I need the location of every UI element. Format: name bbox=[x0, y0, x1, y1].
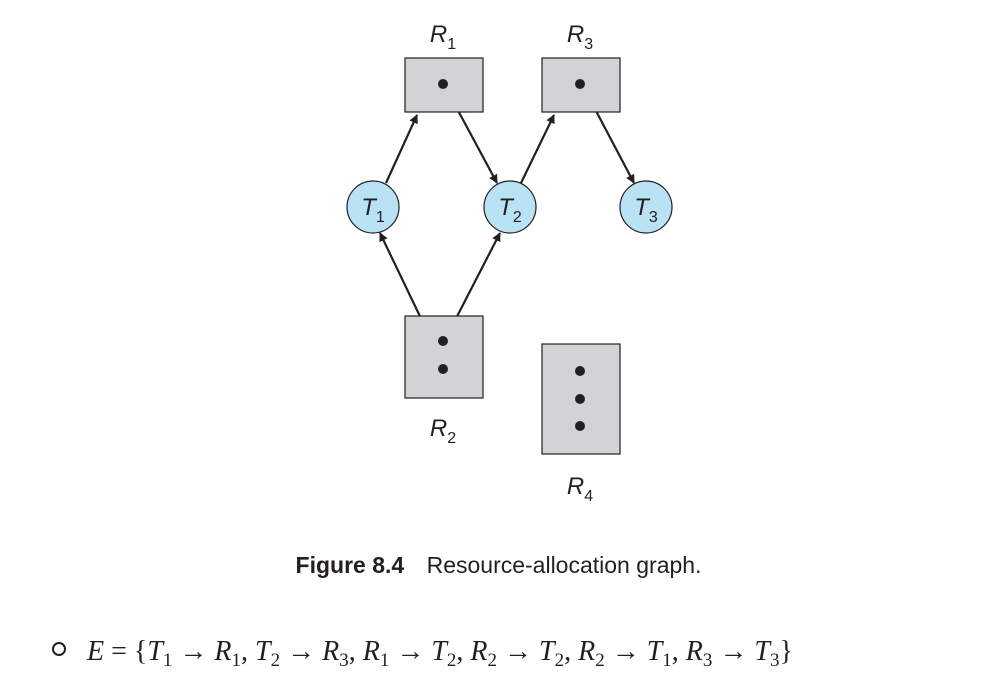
instance-dot-r2-2 bbox=[438, 364, 448, 374]
r4-label: R4 bbox=[567, 473, 593, 505]
thread-t3 bbox=[619, 180, 673, 234]
instance-dot-r4-1 bbox=[575, 366, 585, 376]
edge-set-item: R2 → T2, bbox=[470, 636, 579, 671]
edge-t1-to-r1 bbox=[384, 114, 419, 184]
resource-r2 bbox=[404, 315, 484, 399]
edge-set-item: R1 → T2, bbox=[362, 636, 471, 671]
thread-t1 bbox=[346, 180, 400, 234]
edge-set-formula: E = {T1 → R1, T2 → R3, R1 → T2, R2 → T2,… bbox=[52, 636, 793, 671]
edge-set-item: T2 → R3, bbox=[255, 636, 363, 671]
figure-caption: Figure 8.4 Resource-allocation graph. bbox=[0, 552, 997, 579]
instance-dot-r1-1 bbox=[438, 79, 448, 89]
instance-dot-r3-1 bbox=[575, 79, 585, 89]
edge-set-item: R2 → T1, bbox=[578, 636, 686, 671]
r3-label: R3 bbox=[567, 21, 593, 53]
figure-number: Figure 8.4 bbox=[295, 552, 405, 578]
instance-dot-r2-1 bbox=[438, 336, 448, 346]
edge-set-item: R3 → T3 bbox=[685, 636, 780, 671]
t1-label: T1 bbox=[361, 194, 385, 226]
edge-set-prefix: E = { bbox=[87, 636, 148, 667]
edge-set-suffix: } bbox=[779, 636, 793, 667]
edge-set-item: T1 → R1, bbox=[147, 636, 256, 671]
bullet-icon bbox=[52, 642, 66, 656]
instance-dot-r4-3 bbox=[575, 421, 585, 431]
instance-dot-r4-2 bbox=[575, 394, 585, 404]
t3-label: T3 bbox=[634, 194, 658, 226]
edge-set-expression: E = {T1 → R1, T2 → R3, R1 → T2, R2 → T2,… bbox=[87, 636, 793, 671]
figure-caption-text: Resource-allocation graph. bbox=[426, 552, 702, 578]
t2-label: T2 bbox=[498, 194, 522, 226]
r2-label: R2 bbox=[430, 415, 456, 447]
thread-t2 bbox=[483, 180, 537, 234]
edge-t2-to-r3 bbox=[520, 114, 555, 184]
r1-label: R1 bbox=[430, 21, 456, 53]
